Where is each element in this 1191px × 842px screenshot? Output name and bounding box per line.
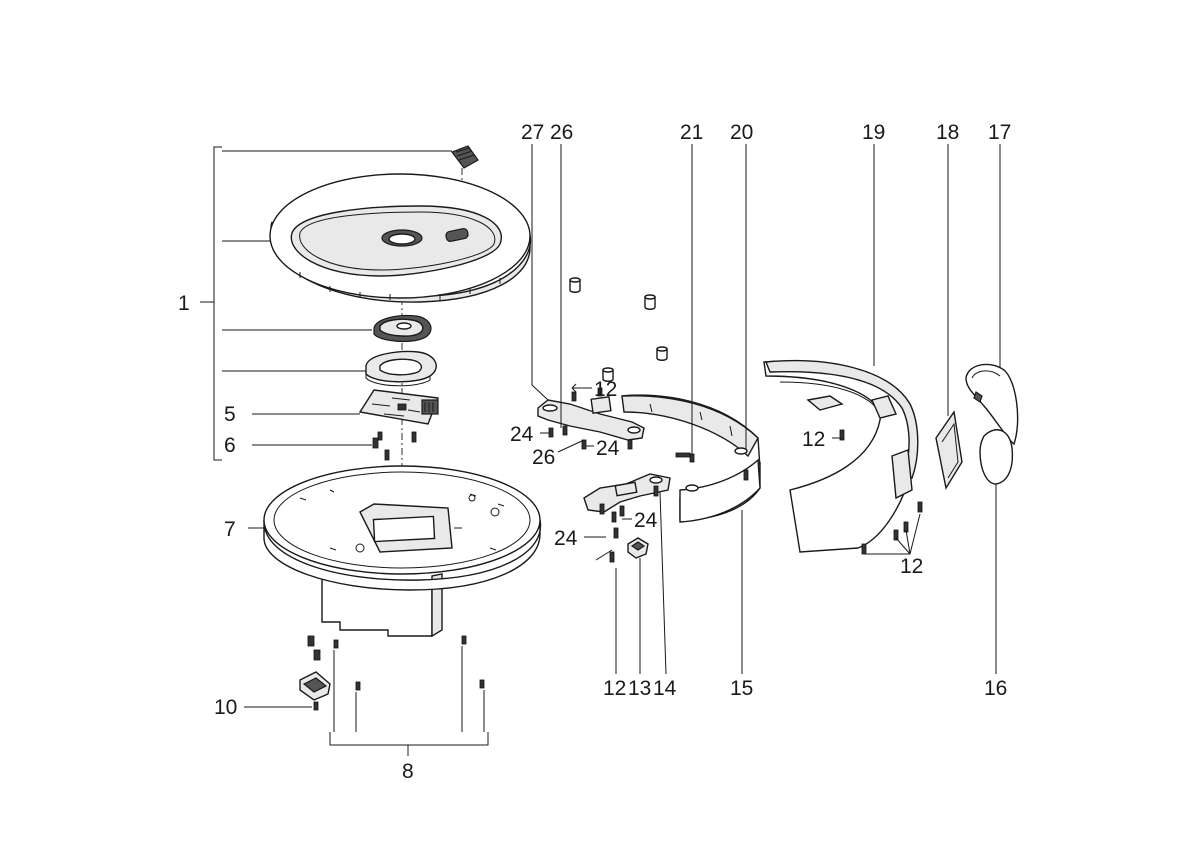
curved-cover-part — [763, 359, 923, 555]
callout-26-mid: 26 — [532, 446, 555, 469]
leader-14 — [659, 491, 667, 675]
callout-24-b: 24 — [596, 437, 620, 460]
screws-6 — [372, 431, 417, 461]
callout-12-c: 12 — [802, 428, 825, 451]
clip-part-10 — [244, 671, 331, 711]
top-lid-part — [269, 173, 532, 303]
bracket-arm-14 — [583, 473, 671, 563]
bushings — [569, 277, 668, 382]
ring-part — [365, 350, 437, 387]
callout-8: 8 — [402, 760, 414, 783]
right-assembly-group — [763, 144, 1019, 674]
panel-part-18 — [935, 410, 963, 490]
callout-27: 27 — [521, 121, 544, 144]
leader-12-a — [571, 383, 592, 393]
base-screws — [307, 635, 485, 691]
callout-6: 6 — [224, 434, 236, 457]
curved-frame-part — [621, 394, 761, 523]
callout-labels: 1 5 6 7 8 10 27 26 21 20 19 18 17 12 12 … — [178, 121, 1011, 783]
callout-7: 7 — [224, 518, 236, 541]
base-housing-part — [248, 465, 542, 638]
callout-24-d: 24 — [554, 527, 578, 550]
callout-19: 19 — [862, 121, 885, 144]
pcb-part — [358, 389, 439, 425]
callout-17: 17 — [988, 121, 1011, 144]
leader-26-mid — [557, 439, 585, 453]
callout-13: 13 — [628, 677, 651, 700]
callout-21: 21 — [680, 121, 703, 144]
leader-27 — [531, 144, 549, 401]
lens-part-16 — [979, 429, 1014, 485]
callout-24-c: 24 — [634, 509, 658, 532]
callout-18: 18 — [936, 121, 959, 144]
callout-14: 14 — [653, 677, 677, 700]
switch-part-13 — [627, 537, 649, 559]
callout-20: 20 — [730, 121, 753, 144]
badge-part — [451, 145, 479, 169]
callout-24-a: 24 — [510, 423, 534, 446]
callout-26-top: 26 — [550, 121, 573, 144]
callout-12-bottom: 12 — [900, 555, 923, 578]
top-assembly-group — [200, 145, 542, 756]
callout-12-a: 12 — [594, 378, 617, 401]
callout-15: 15 — [730, 677, 753, 700]
callout-16: 16 — [984, 677, 1007, 700]
bracket-8 — [329, 646, 489, 756]
callout-5: 5 — [224, 403, 236, 426]
middle-assembly-group — [531, 144, 761, 675]
callout-12-b: 12 — [603, 677, 626, 700]
lens-part-17 — [965, 363, 1019, 446]
bracket-arm-27 — [537, 387, 645, 450]
callout-10: 10 — [214, 696, 237, 719]
leader-12-bottom — [864, 513, 921, 555]
callout-1: 1 — [178, 292, 190, 315]
cap-part — [373, 314, 432, 343]
bracket-1 — [200, 146, 222, 461]
